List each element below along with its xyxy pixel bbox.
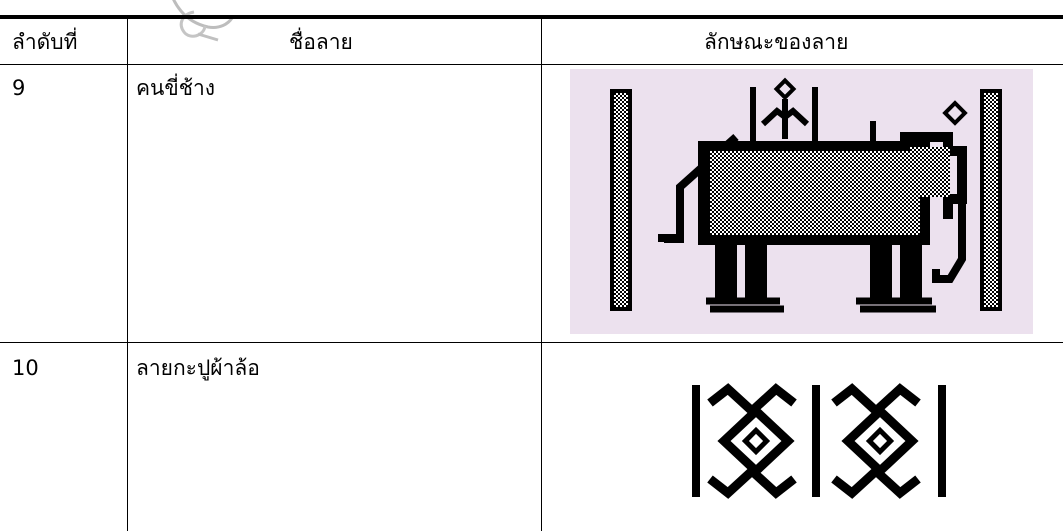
row-number: 10 [12,356,39,380]
row-name: ลายกะปูผ้าล้อ [136,356,260,380]
header-character: ลักษณะของลาย [704,30,849,54]
table-top-rule [0,15,1063,19]
diamond-hook-pattern-icon [692,375,946,505]
row-name: คนขี่ช้าง [136,76,216,100]
elephant-rider-pattern-icon [570,69,1033,334]
header-number: ลำดับที่ [12,30,78,54]
header-bottom-rule [0,64,1063,65]
header-name: ชื่อลาย [289,30,353,54]
row-number: 9 [12,76,26,100]
column-divider-2 [541,17,542,531]
column-divider-1 [127,17,128,531]
row-separator [0,342,1063,343]
